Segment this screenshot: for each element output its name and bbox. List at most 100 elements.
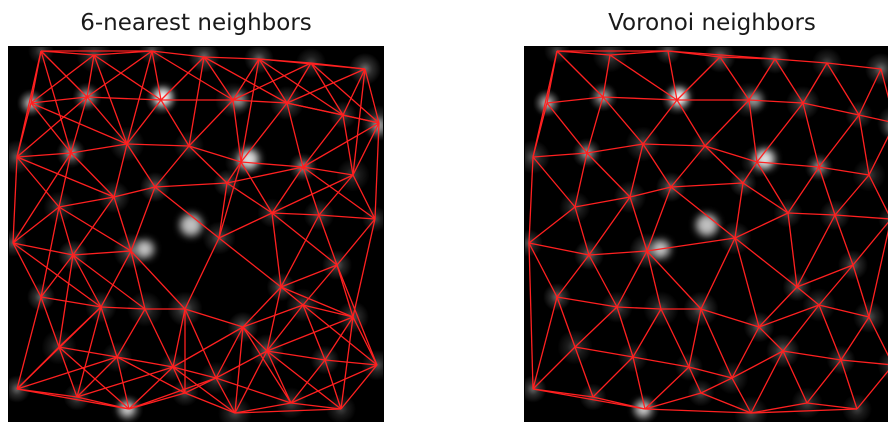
neighbor-edge: [86, 54, 95, 98]
neighbor-edge: [528, 242, 534, 390]
bright-particle: [670, 88, 688, 106]
neighbor-edge: [670, 145, 706, 188]
neighbor-edge: [700, 377, 733, 394]
neighbor-edge: [160, 56, 205, 101]
neighbor-edge: [184, 308, 217, 379]
neighbor-edge: [203, 56, 234, 101]
neighbor-edge: [342, 114, 354, 176]
panel-knn: 6-nearest neighbors: [8, 0, 384, 422]
neighbor-edge: [796, 214, 836, 288]
neighbor-edge: [58, 196, 115, 208]
neighbor-edge: [734, 212, 789, 239]
neighbor-edge: [76, 366, 174, 398]
neighbor-edge: [364, 68, 380, 124]
neighbor-edge: [58, 346, 118, 358]
neighbor-edge: [113, 143, 128, 198]
neighbor-edge: [806, 359, 842, 404]
neighbor-edge: [218, 161, 242, 239]
neighbor-edge: [336, 218, 376, 266]
neighbor-edge: [280, 286, 304, 306]
neighbor-edge: [215, 326, 244, 379]
neighbor-edge: [632, 308, 662, 358]
bright-particle: [154, 88, 172, 106]
neighbor-edge: [172, 308, 186, 368]
neighbor-edge: [232, 99, 288, 104]
neighbor-edge: [352, 68, 366, 176]
neighbor-edge: [340, 364, 378, 410]
neighbor-edge: [586, 152, 631, 198]
particle-glow: [877, 350, 888, 380]
neighbor-edge: [40, 296, 102, 308]
neighbor-edge: [586, 96, 604, 154]
neighbor-edge: [602, 54, 611, 98]
neighbor-edge: [240, 58, 260, 163]
neighbor-edge: [734, 237, 798, 288]
neighbor-edge: [290, 402, 342, 410]
neighbor-edge: [868, 229, 888, 318]
neighbor-edge: [70, 96, 88, 154]
neighbor-edge: [646, 250, 702, 310]
neighbor-edge: [232, 58, 260, 101]
neighbor-edge: [280, 264, 338, 288]
neighbor-edge: [556, 296, 576, 348]
neighbor-edge: [352, 122, 380, 176]
neighbor-edge: [602, 96, 644, 145]
neighbor-edge: [128, 366, 174, 410]
neighbor-edge: [58, 152, 72, 208]
neighbor-edge: [172, 366, 186, 394]
neighbor-edge: [266, 286, 282, 352]
neighbor-edge: [787, 212, 836, 216]
neighbor-edge: [868, 135, 888, 176]
neighbor-edge: [852, 264, 870, 318]
neighbor-edge: [130, 186, 156, 252]
neighbor-edge: [242, 304, 304, 328]
neighbor-edge: [546, 102, 588, 154]
neighbor-edge: [586, 143, 644, 154]
neighbor-edge: [616, 306, 662, 310]
neighbor-edge: [16, 306, 102, 390]
neighbor-edge: [782, 350, 808, 404]
neighbor-edge: [72, 254, 102, 308]
neighbor-edge: [818, 264, 854, 306]
neighbor-edge: [302, 166, 354, 176]
neighbor-edge: [840, 316, 870, 361]
neighbor-edge: [719, 56, 750, 101]
neighbor-edge: [704, 145, 744, 184]
neighbor-edge: [528, 242, 558, 298]
neighbor-edge: [240, 102, 288, 163]
neighbor-edge: [818, 166, 870, 176]
neighbor-edge: [258, 58, 344, 116]
neighbor-edge: [93, 54, 128, 145]
neighbor-edge: [58, 206, 74, 256]
neighbor-edge: [302, 166, 320, 216]
neighbor-edge: [602, 96, 678, 101]
neighbor-edge: [629, 186, 672, 198]
neighbor-edge: [126, 143, 156, 188]
neighbor-edge: [704, 145, 758, 163]
panel-title-voronoi: Voronoi neighbors: [608, 10, 816, 36]
neighbor-edge: [704, 99, 750, 147]
neighbor-edge: [840, 359, 888, 366]
neighbor-edge: [234, 350, 268, 414]
neighbor-edge: [802, 102, 820, 168]
neighbor-edge: [16, 156, 60, 208]
neighbor-edge: [100, 306, 146, 310]
neighbor-edge: [12, 242, 74, 256]
neighbor-edge: [802, 62, 828, 104]
neighbor-edge: [758, 304, 820, 328]
neighbor-edge: [340, 316, 354, 410]
neighbor-edge: [286, 68, 366, 104]
neighbor-edge: [700, 392, 752, 414]
neighbor-edge: [632, 356, 690, 368]
neighbor-edge: [532, 156, 576, 208]
neighbor-edge: [16, 388, 130, 410]
neighbor-edge: [868, 316, 888, 357]
neighbor-edge: [532, 152, 588, 158]
neighbor-edge: [880, 68, 888, 99]
neighbor-edge: [616, 250, 648, 308]
neighbor-edge: [616, 306, 634, 358]
image-knn: [8, 46, 384, 422]
neighbor-edge: [826, 62, 860, 116]
neighbor-edge: [100, 306, 118, 358]
neighbor-edge: [184, 308, 244, 328]
